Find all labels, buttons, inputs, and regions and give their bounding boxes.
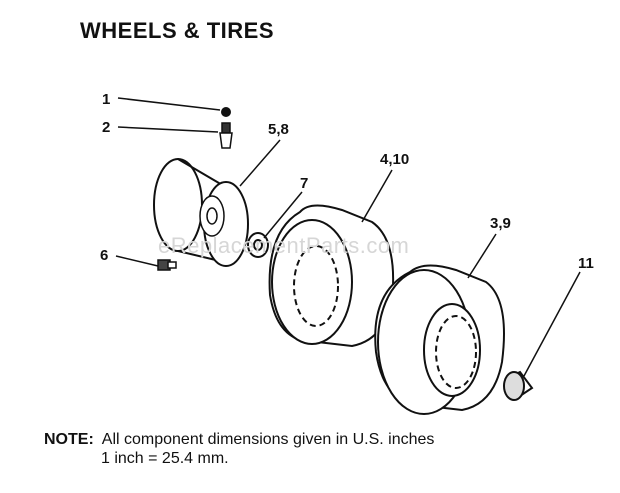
wheel-rim	[153, 158, 249, 267]
callout-1: 1	[102, 91, 110, 108]
callout-6: 6	[100, 247, 108, 264]
note-line-1: All component dimensions given in U.S. i…	[101, 431, 435, 448]
note-line-2: 1 inch = 25.4 mm.	[101, 450, 229, 467]
callout-11: 11	[578, 255, 594, 272]
callout-4-10: 4,10	[380, 151, 409, 168]
diagram-title: WHEELS & TIRES	[80, 18, 275, 43]
front-tire	[268, 204, 395, 348]
wheel-bushing	[503, 370, 534, 401]
note-label: NOTE:	[44, 431, 94, 448]
lug-bolt	[157, 259, 177, 271]
valve-stem	[219, 122, 233, 149]
callout-3-9: 3,9	[490, 215, 511, 232]
rear-tire	[374, 264, 505, 415]
callout-7: 7	[300, 175, 308, 192]
leader-lines	[115, 97, 581, 377]
note-block: NOTE: All component dimensions given in U…	[44, 430, 434, 468]
valve-cap	[221, 107, 231, 117]
callout-5-8: 5,8	[268, 121, 289, 138]
callout-2: 2	[102, 119, 110, 136]
spacer-washer	[247, 232, 269, 258]
